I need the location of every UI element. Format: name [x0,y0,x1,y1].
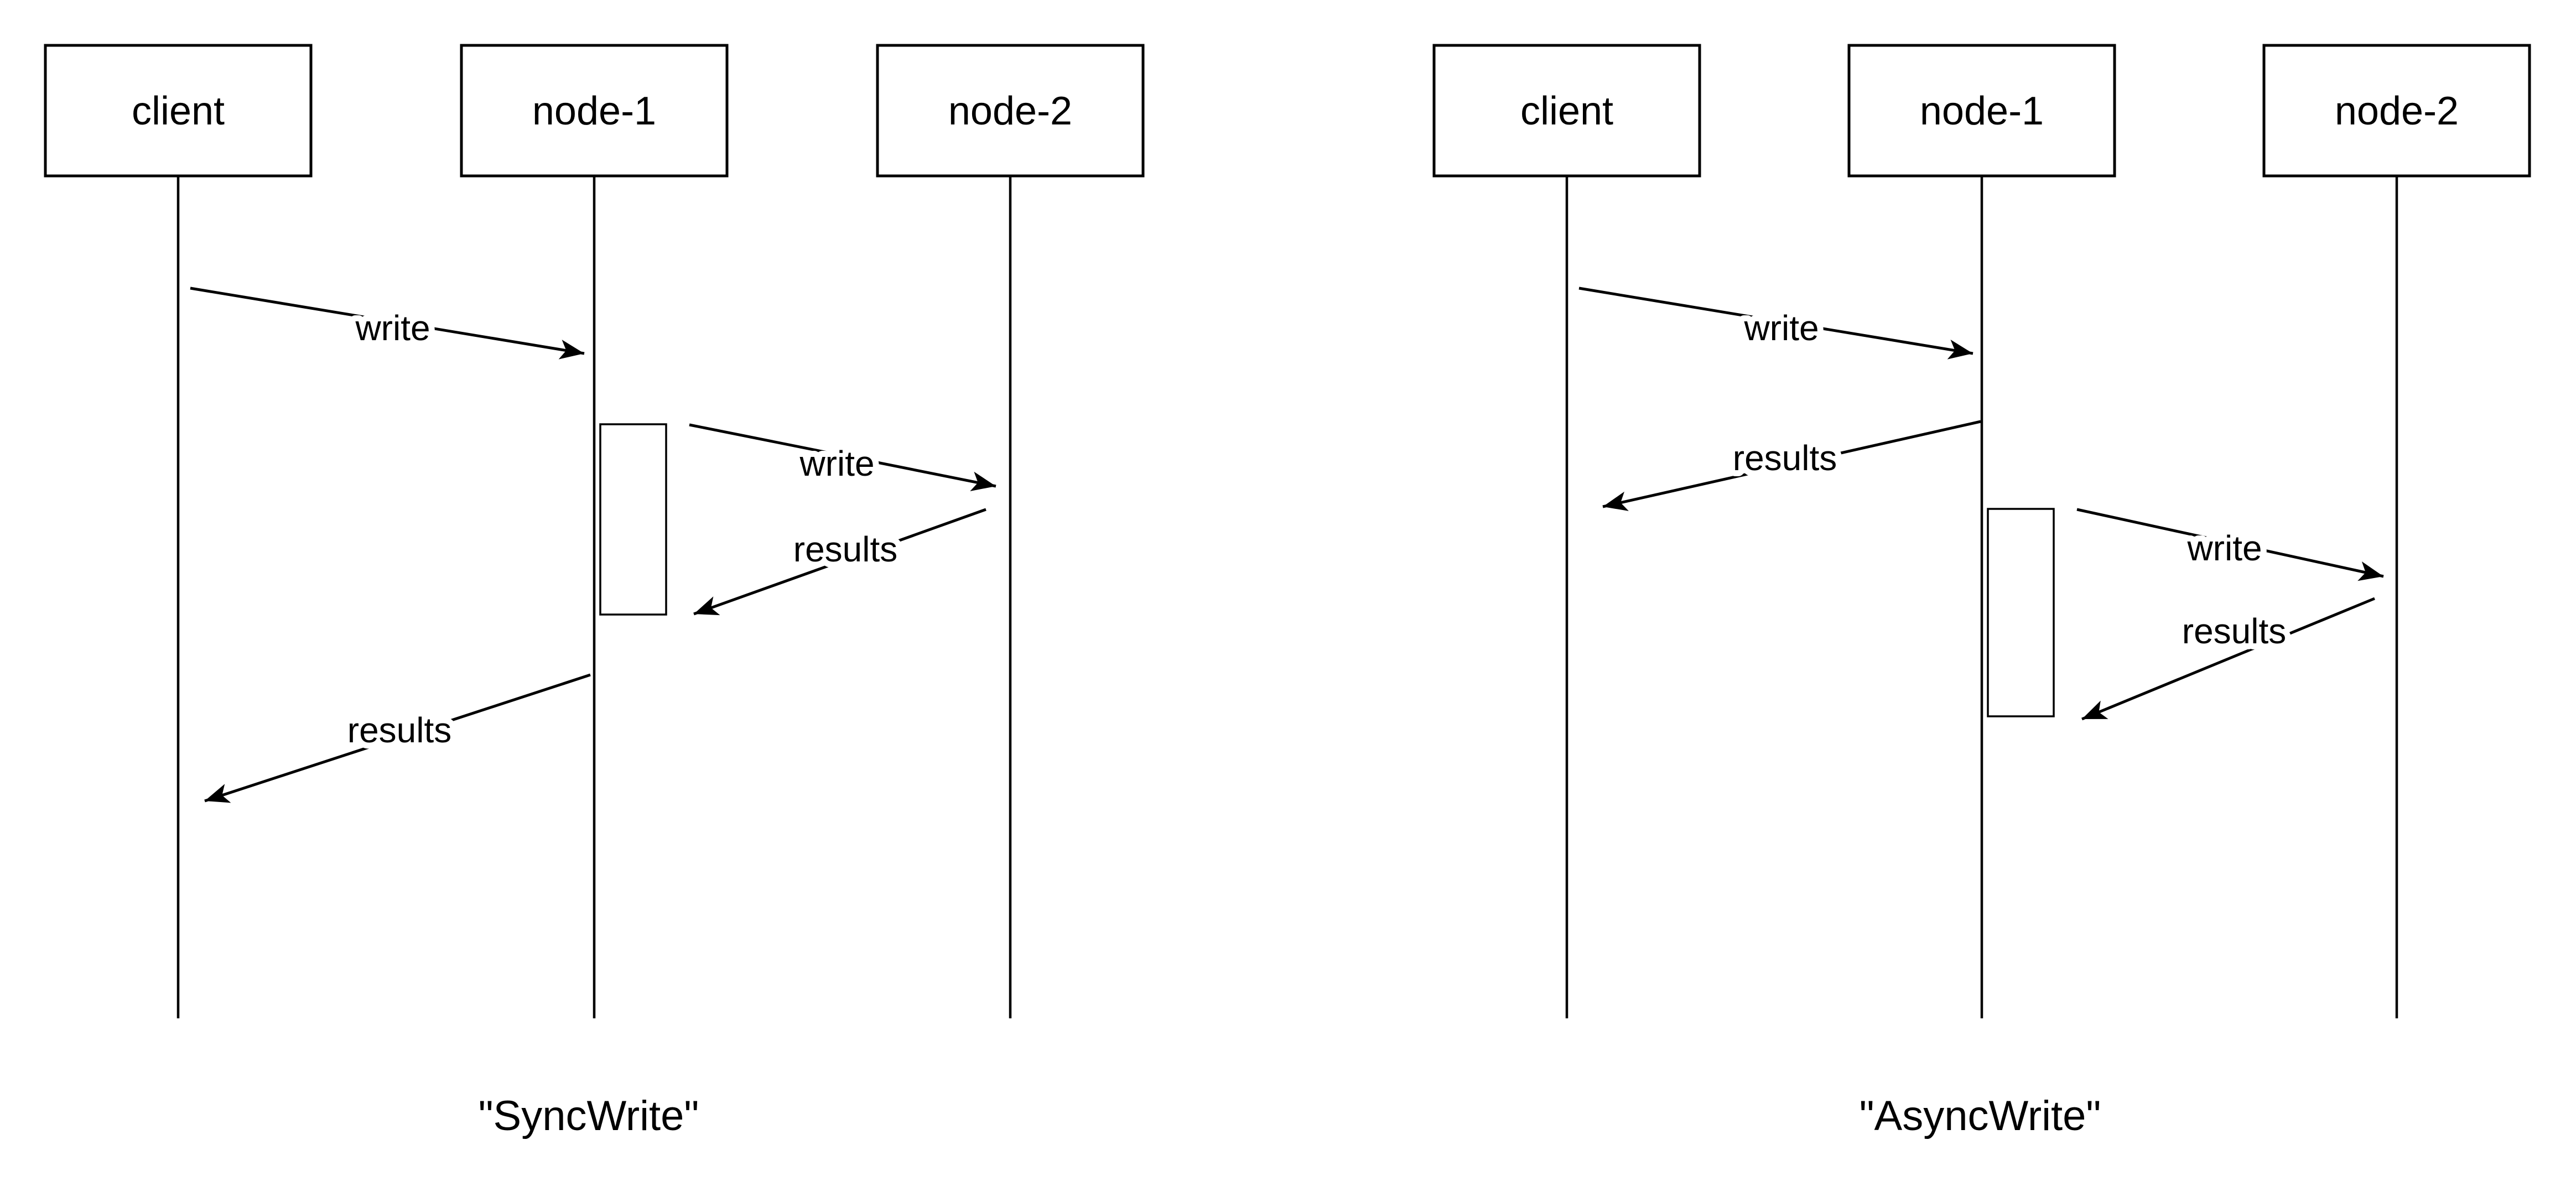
diagram-caption: "SyncWrite" [479,1092,699,1139]
participant-box [876,44,1145,178]
participant-node-1: node-1 [1847,44,2116,178]
message-label: results [347,710,452,750]
participant-box [44,44,313,178]
message-label: results [1733,438,1837,478]
message-write-node-1-to-node-2: write [2076,508,2384,581]
message-results-node-2-to-node-1: results [2081,597,2375,721]
message-arrow [190,287,585,360]
message-label: write [799,444,874,483]
message-write-node-1-to-node-2: write [689,423,996,492]
message-arrow [204,673,591,803]
participant-node-2: node-2 [876,44,1145,178]
message-write-client-to-node-1: write [190,287,585,360]
message-label: write [2187,528,2262,568]
diagram-caption: "AsyncWrite" [1860,1092,2101,1139]
participant-label: node-2 [2335,89,2459,133]
message-arrow [689,423,996,492]
message-arrow [2076,508,2384,581]
message-write-client-to-node-1: write [1578,287,1973,360]
message-arrow [1578,287,1973,360]
participant-label: client [1520,89,1613,133]
participant-label: node-1 [532,89,656,133]
participant-box [2262,44,2531,178]
message-label: write [1743,308,1819,348]
message-results-node-2-to-node-1: results [693,508,986,616]
message-arrow [2081,597,2375,721]
message-label: results [2182,611,2287,651]
participant-node-1: node-1 [460,44,729,178]
participant-label: node-1 [1920,89,2044,133]
participant-client: client [1432,44,1701,178]
participant-box [1847,44,2116,178]
message-arrow [693,508,986,616]
diagram-syncwrite: write write results results client node-… [44,44,1145,1139]
participant-box [460,44,729,178]
activation-bar-node-1 [1987,508,2055,717]
message-results-node-1-to-client: results [204,673,591,803]
message-results-node-1-to-client: results [1602,420,1981,511]
message-label: results [793,529,898,569]
participant-node-2: node-2 [2262,44,2531,178]
participant-client: client [44,44,313,178]
diagram-asyncwrite: write results write results client node-… [1432,44,2531,1139]
message-arrow [1602,420,1981,511]
activation-bar-node-1 [599,423,667,616]
participant-label: client [132,89,225,133]
message-label: write [355,308,430,348]
participant-box [1432,44,1701,178]
participant-label: node-2 [948,89,1072,133]
